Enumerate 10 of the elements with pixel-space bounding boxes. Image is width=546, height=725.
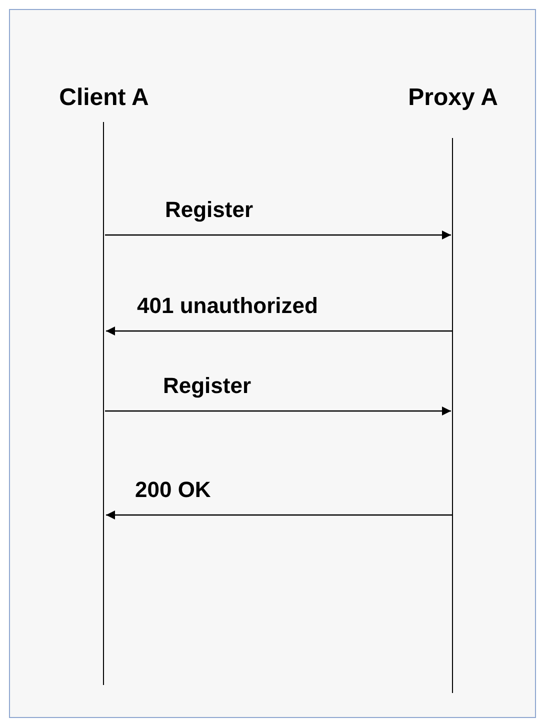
- participant-name: Proxy A: [407, 84, 499, 112]
- participant-name: Client A: [58, 84, 150, 112]
- message-arrow: [106, 510, 452, 520]
- message-arrow: [106, 326, 452, 336]
- message-label: 401 unauthorized: [137, 293, 318, 319]
- message-arrow: [105, 230, 451, 240]
- message-label: 200 OK: [135, 477, 211, 503]
- message-label: Register: [163, 373, 252, 399]
- message-label: Register: [165, 197, 254, 223]
- message-arrow: [105, 406, 451, 416]
